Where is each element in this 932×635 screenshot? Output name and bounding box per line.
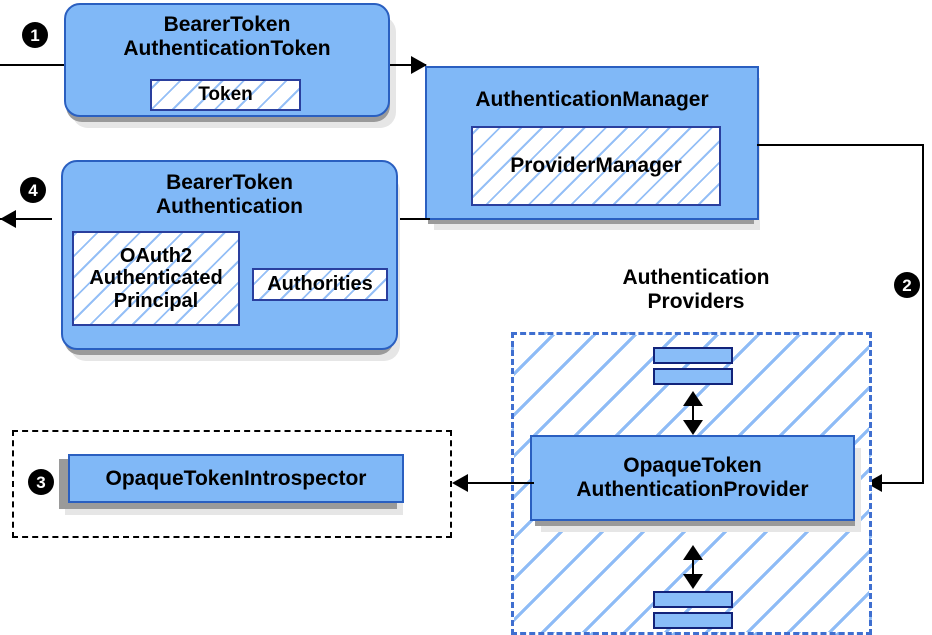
step-badge-4: 4 bbox=[20, 177, 46, 203]
connector-top-link bbox=[692, 398, 694, 426]
connector-step3-provider-to-introspector bbox=[466, 482, 534, 484]
connector-step4-outbound bbox=[0, 218, 52, 220]
provider-slot-bar-1 bbox=[653, 347, 733, 364]
authentication-manager-title: AuthenticationManager bbox=[475, 88, 709, 111]
step-badge-2: 2 bbox=[894, 272, 920, 298]
inner-box-authorities[interactable]: Authorities bbox=[252, 268, 388, 301]
provider-slot-bar-2 bbox=[653, 368, 733, 385]
provider-slot-bar-4 bbox=[653, 612, 733, 629]
arrowhead-step3-into-introspector bbox=[452, 474, 468, 492]
connector-step1-inbound bbox=[0, 64, 66, 66]
inner-box-provider-manager[interactable]: ProviderManager bbox=[471, 126, 721, 206]
provider-slot-bar-3 bbox=[653, 591, 733, 608]
component-opaque-token-authentication-provider[interactable]: OpaqueToken AuthenticationProvider bbox=[530, 435, 855, 521]
connector-manager-to-authentication bbox=[390, 218, 430, 220]
connector-step2-h-bottom bbox=[872, 482, 924, 484]
connector-step2-h-top bbox=[757, 144, 924, 146]
arrowhead-bottom-link-down bbox=[683, 574, 703, 589]
component-opaque-token-introspector[interactable]: OpaqueTokenIntrospector bbox=[68, 454, 404, 503]
connector-bottom-link bbox=[692, 552, 694, 580]
connector-token-to-manager bbox=[390, 64, 426, 66]
inner-box-oauth2-authenticated-principal[interactable]: OAuth2 Authenticated Principal bbox=[72, 231, 240, 326]
bearer-token-authentication-token-title: BearerToken AuthenticationToken bbox=[123, 13, 331, 60]
authentication-providers-label: Authentication Providers bbox=[622, 266, 770, 313]
step-badge-1: 1 bbox=[22, 22, 48, 48]
opaque-token-introspector-title: OpaqueTokenIntrospector bbox=[105, 466, 367, 490]
inner-box-token[interactable]: Token bbox=[150, 79, 301, 111]
arrowhead-step4-outbound bbox=[0, 210, 16, 228]
region-introspector bbox=[12, 430, 452, 538]
bearer-token-authentication-title: BearerToken Authentication bbox=[156, 171, 303, 218]
step-badge-3: 3 bbox=[28, 469, 54, 495]
connector-step2-v bbox=[922, 144, 924, 483]
opaque-token-authentication-provider-title: OpaqueToken AuthenticationProvider bbox=[576, 454, 809, 501]
arrowhead-token-to-manager bbox=[411, 56, 427, 74]
arrowhead-top-link-down bbox=[683, 420, 703, 435]
